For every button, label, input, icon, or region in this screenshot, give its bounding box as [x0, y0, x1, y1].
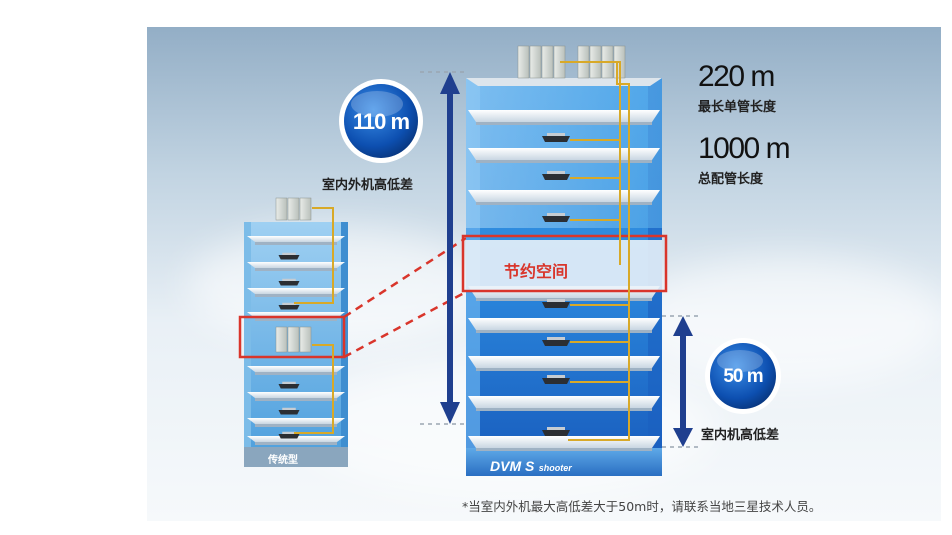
- floor-slab: [468, 436, 660, 451]
- floor-slab: [247, 366, 345, 375]
- indoor-unit: [278, 431, 300, 439]
- floor-slab: [468, 148, 660, 163]
- indoor-unit: [542, 427, 570, 436]
- traditional-label: 传统型: [268, 455, 298, 466]
- outdoor-unit-floor-highlight: [238, 315, 346, 359]
- floor-slab: [468, 396, 660, 411]
- dvm-s-sub: shooter: [538, 463, 572, 473]
- floor-slab: [247, 418, 345, 427]
- floor-slab: [468, 190, 660, 205]
- footnote: *当室内外机最大高低差大于50m时，请联系当地三星技术人员。: [462, 499, 822, 514]
- indoor-unit: [278, 278, 300, 286]
- indoor-unit: [542, 337, 570, 346]
- floor-slab: [468, 356, 660, 371]
- space-connector-line: [343, 236, 467, 319]
- badge-110m-label: 110 m: [352, 109, 410, 134]
- floor-slab: [468, 110, 660, 125]
- space-connector-line: [343, 290, 467, 359]
- indoor-unit: [542, 213, 570, 222]
- outdoor-height-diff-label: 室内外机高低差: [322, 178, 414, 193]
- floor-slab: [247, 236, 345, 245]
- badge-50m: [705, 338, 781, 414]
- indoor-unit: [278, 381, 300, 389]
- total-pipe-label: 总配管长度: [698, 172, 764, 187]
- badge-110m: [339, 79, 423, 163]
- floor-slab: [468, 318, 660, 333]
- traditional-building: [238, 197, 348, 467]
- indoor-unit: [542, 171, 570, 180]
- space-saving-label: 节约空间: [504, 262, 569, 281]
- max-single-pipe-value: 220 m: [698, 60, 775, 93]
- outdoor-unit: [517, 45, 566, 79]
- max-single-pipe-label: 最长单管长度: [698, 100, 777, 115]
- indoor-unit: [278, 407, 300, 415]
- dvm-s-label: DVM S shooter: [490, 458, 572, 476]
- outdoor-unit: [275, 326, 312, 353]
- floor-slab: [247, 288, 345, 297]
- space-saving-highlight: [461, 234, 668, 293]
- total-pipe-value: 1000 m: [698, 132, 791, 165]
- floor-slab: [247, 436, 345, 445]
- traditional-building-base: [244, 447, 348, 467]
- indoor-unit: [542, 299, 570, 308]
- dvm-building: [461, 45, 668, 476]
- indoor-unit: [542, 133, 570, 142]
- floor-slab: [247, 392, 345, 401]
- height-arrow-outdoor: [440, 72, 460, 424]
- dvm-building-base: [466, 448, 662, 476]
- badge-50m-label: 50 m: [723, 366, 763, 387]
- indoor-unit: [278, 302, 300, 310]
- indoor-unit: [542, 375, 570, 384]
- indoor-height-diff-label: 室内机高低差: [701, 428, 780, 443]
- indoor-unit: [278, 252, 300, 260]
- dvm-s-main: DVM S: [490, 458, 535, 474]
- floor-slab: [247, 262, 345, 271]
- outdoor-unit: [275, 197, 312, 221]
- height-arrow-indoor: [673, 316, 693, 447]
